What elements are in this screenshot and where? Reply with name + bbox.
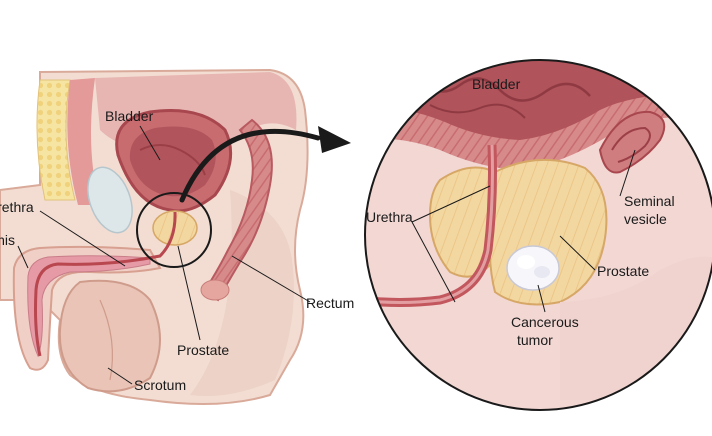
corpus-tissue	[27, 255, 151, 358]
label-seminal-line2: vesicle	[624, 211, 667, 227]
thigh-shading	[190, 190, 294, 396]
left-labels: Bladder Urethra Penis Prostate Rectum Sc…	[0, 108, 354, 393]
label-tumor-line1: Cancerous	[511, 314, 579, 330]
zoom-source-circle	[136, 192, 212, 268]
fat-layer	[36, 79, 76, 201]
label-tumor-line2: tumor	[517, 332, 553, 348]
urethra	[34, 211, 177, 357]
label-seminal-line1: Seminal	[624, 193, 675, 209]
zoom-circle-border	[364, 59, 712, 411]
label-rectum: Rectum	[306, 295, 354, 311]
scrotum	[58, 279, 161, 393]
label-penis: Penis	[0, 232, 15, 248]
label-urethra-zoom: Urethra	[366, 209, 413, 225]
label-prostate-left: Prostate	[177, 342, 229, 358]
label-urethra-left: Urethra	[0, 199, 34, 215]
label-bladder-left: Bladder	[105, 108, 154, 124]
zoom-arrow	[179, 126, 351, 203]
zoom-cancerous-tumor	[506, 245, 560, 291]
zoom-detail: Bladder Urethra Seminal vesicle Prostate…	[364, 59, 712, 411]
zoom-seminal-vesicle	[598, 110, 666, 174]
pubic-bone	[87, 166, 133, 234]
body-cross-section	[0, 68, 309, 405]
label-prostate-zoom: Prostate	[597, 263, 649, 279]
label-bladder-zoom: Bladder	[472, 76, 521, 92]
label-scrotum: Scrotum	[134, 377, 186, 393]
